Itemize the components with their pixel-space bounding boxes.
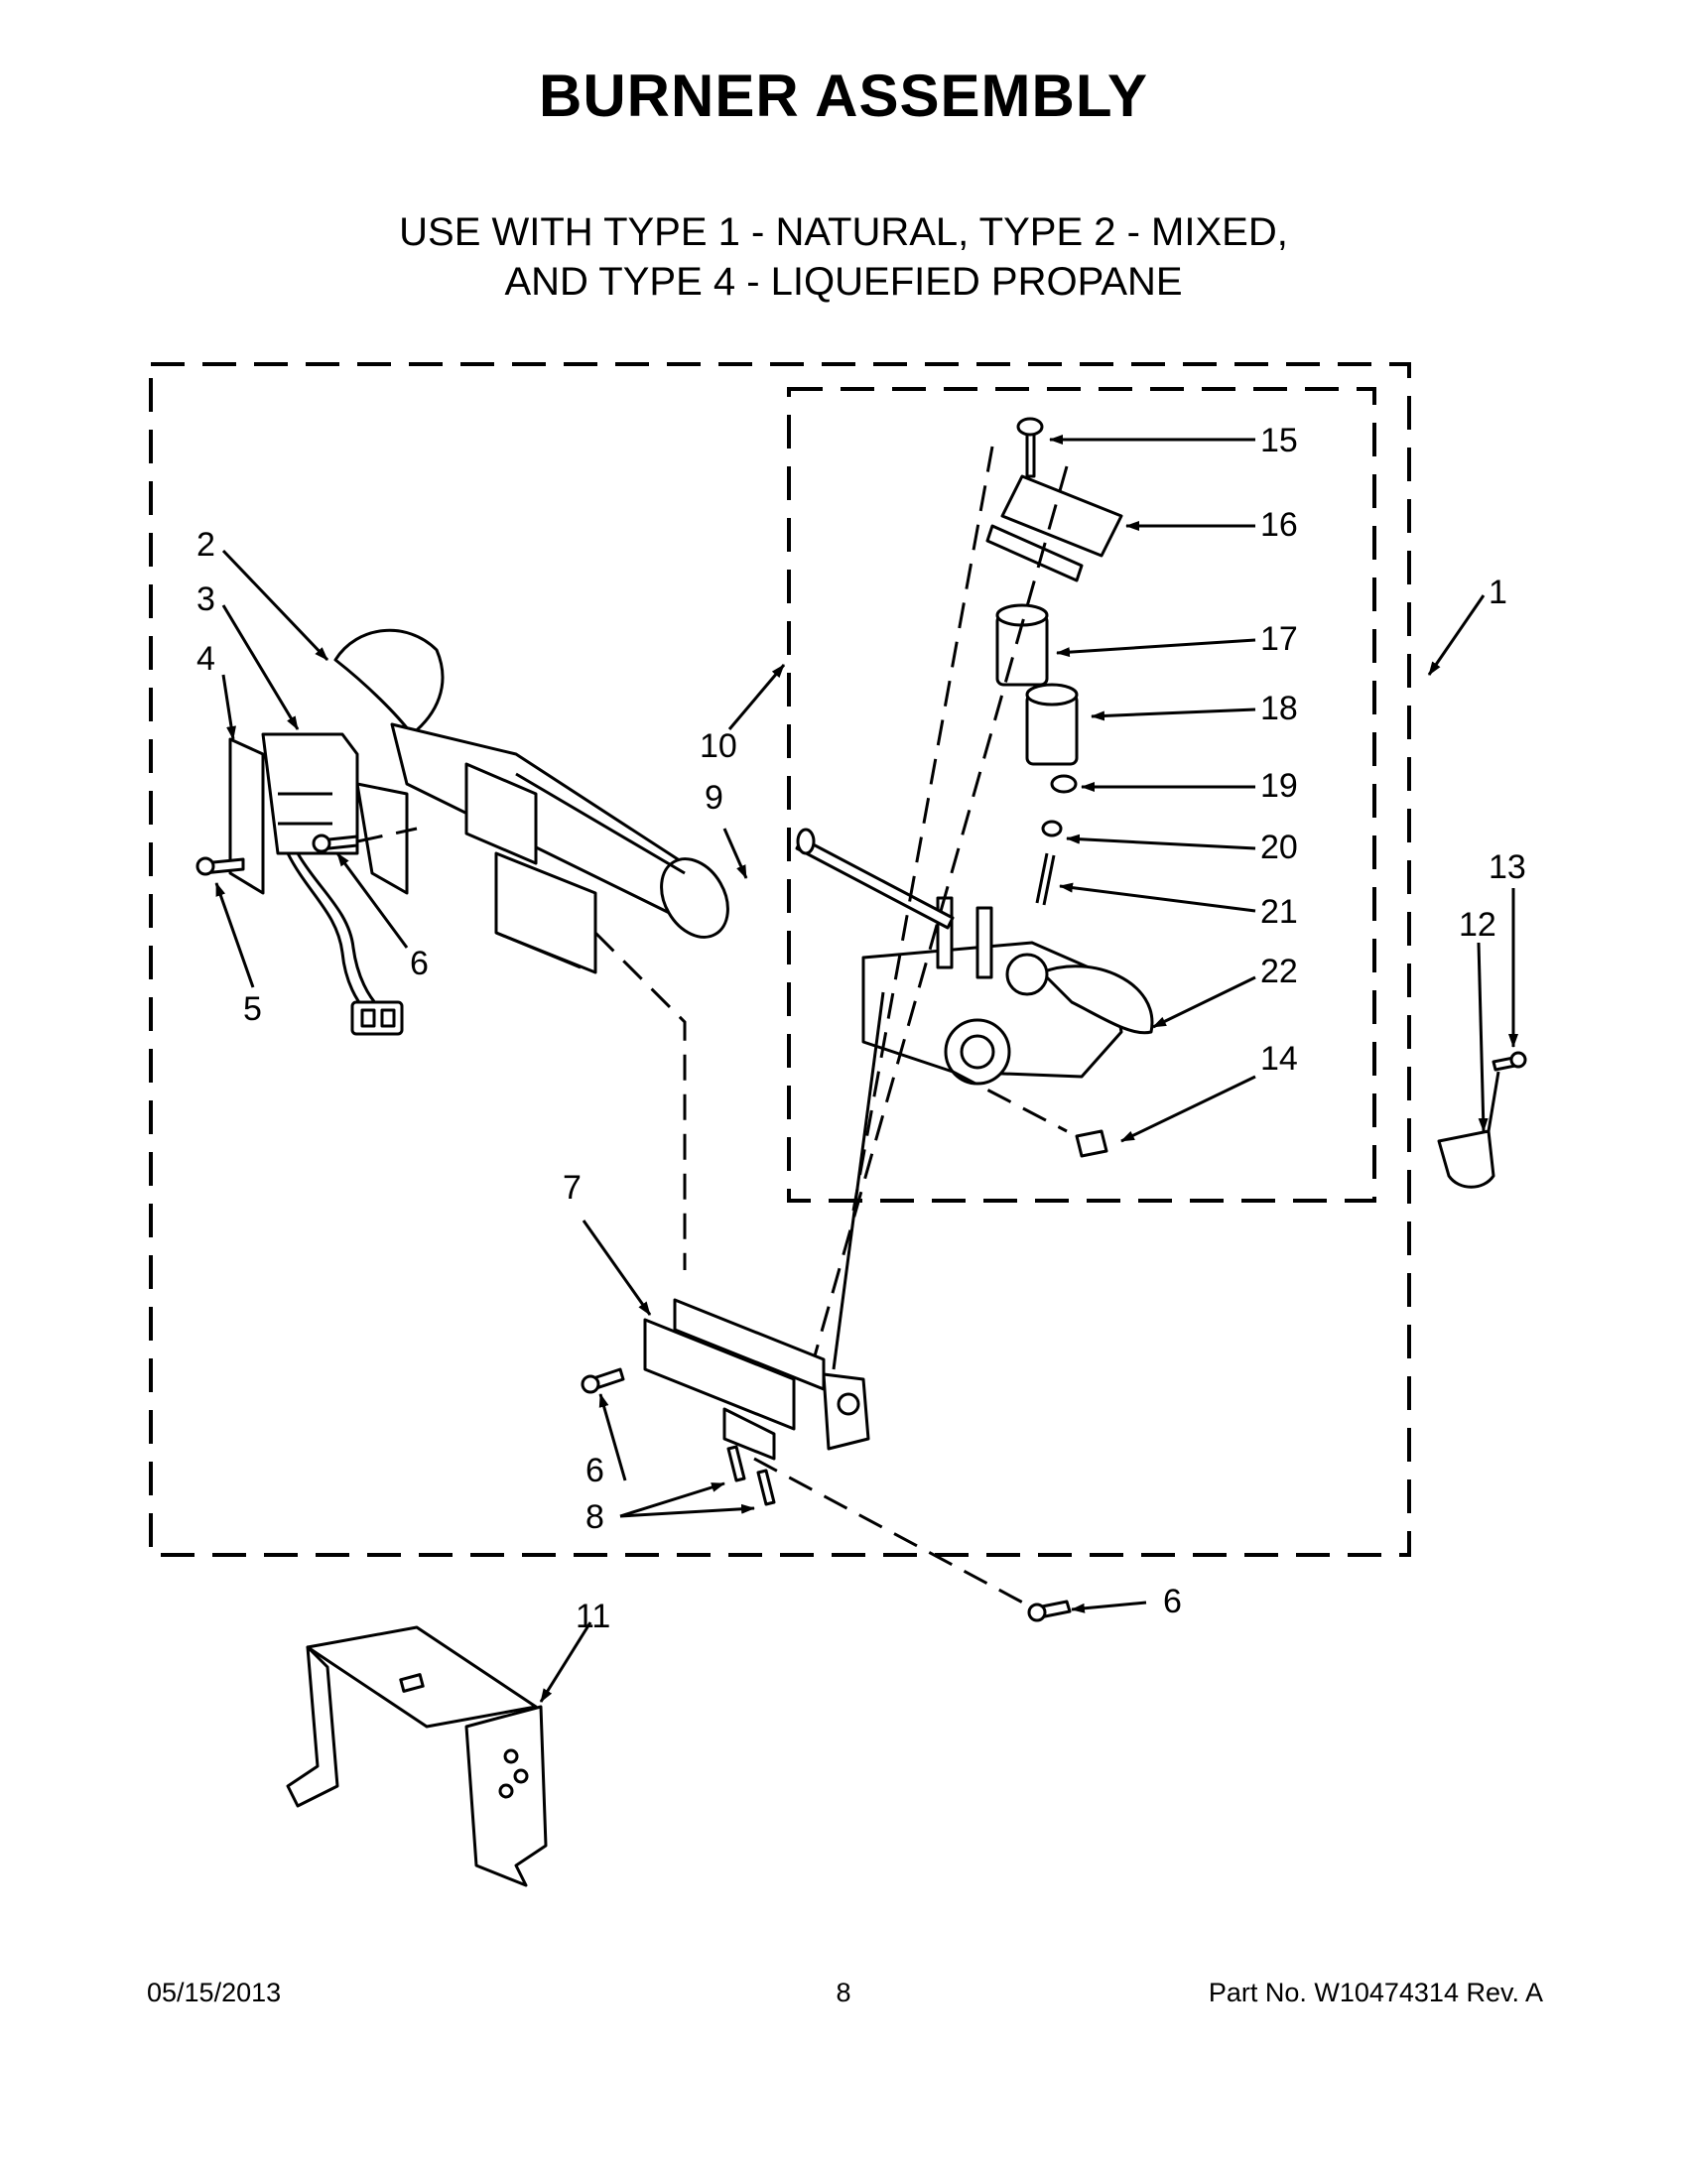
- callout-18: 18: [1260, 690, 1298, 727]
- callout-leaders: [214, 435, 1518, 1703]
- wire-clip: [1437, 1051, 1527, 1189]
- outer-assembly-boundary: [149, 362, 1411, 1557]
- page-title: BURNER ASSEMBLY: [539, 63, 1148, 129]
- igniter-bracket: [228, 732, 409, 895]
- inner-valve-boundary: [787, 387, 1376, 1203]
- callout-20: 20: [1260, 829, 1298, 866]
- callout-3: 3: [196, 580, 215, 618]
- callout-6-upper: 6: [410, 945, 429, 982]
- coil-cover: [985, 417, 1123, 582]
- callout-22: 22: [1260, 953, 1298, 990]
- callout-14: 14: [1260, 1040, 1298, 1078]
- callout-17: 17: [1260, 620, 1298, 658]
- callout-numbers: 1 2 3 4 5 6 6 6 7 8 9 10 11 12 13 14 15 …: [196, 422, 1526, 1635]
- subtitle-line-2: AND TYPE 4 - LIQUEFIED PROPANE: [504, 260, 1183, 304]
- callout-13: 13: [1489, 848, 1526, 886]
- callout-19: 19: [1260, 767, 1298, 805]
- callout-2: 2: [196, 526, 215, 564]
- callout-1: 1: [1489, 574, 1507, 611]
- assembly-guide-lines: [593, 446, 1069, 1609]
- footer-part-number: Part No. W10474314 Rev. A: [1208, 1978, 1543, 2007]
- callout-8: 8: [585, 1498, 604, 1536]
- callout-12: 12: [1459, 906, 1496, 944]
- sensor-bracket: [464, 762, 597, 974]
- callout-15: 15: [1260, 422, 1298, 459]
- callout-6-right: 6: [1163, 1583, 1182, 1620]
- callout-11: 11: [576, 1598, 610, 1635]
- solenoid-coils: [995, 603, 1079, 766]
- igniter-screws: [195, 827, 418, 876]
- base-bracket: [286, 1625, 548, 1887]
- callout-16: 16: [1260, 506, 1298, 544]
- gas-valve: [795, 828, 1154, 1086]
- callout-10: 10: [700, 727, 737, 765]
- callout-6-lower: 6: [585, 1452, 604, 1489]
- mounting-bracket: [643, 1298, 870, 1461]
- callout-5: 5: [243, 990, 262, 1028]
- igniter-wires: [286, 852, 404, 1036]
- valve-small-parts: [1035, 774, 1108, 1158]
- callout-9: 9: [705, 779, 723, 817]
- callout-21: 21: [1260, 893, 1298, 931]
- callout-7: 7: [563, 1169, 582, 1207]
- bracket-screws: [581, 1367, 1072, 1622]
- subtitle-line-1: USE WITH TYPE 1 - NATURAL, TYPE 2 - MIXE…: [399, 210, 1288, 254]
- footer-date: 05/15/2013: [147, 1978, 282, 2007]
- callout-4: 4: [196, 640, 215, 678]
- footer-page-number: 8: [836, 1978, 851, 2007]
